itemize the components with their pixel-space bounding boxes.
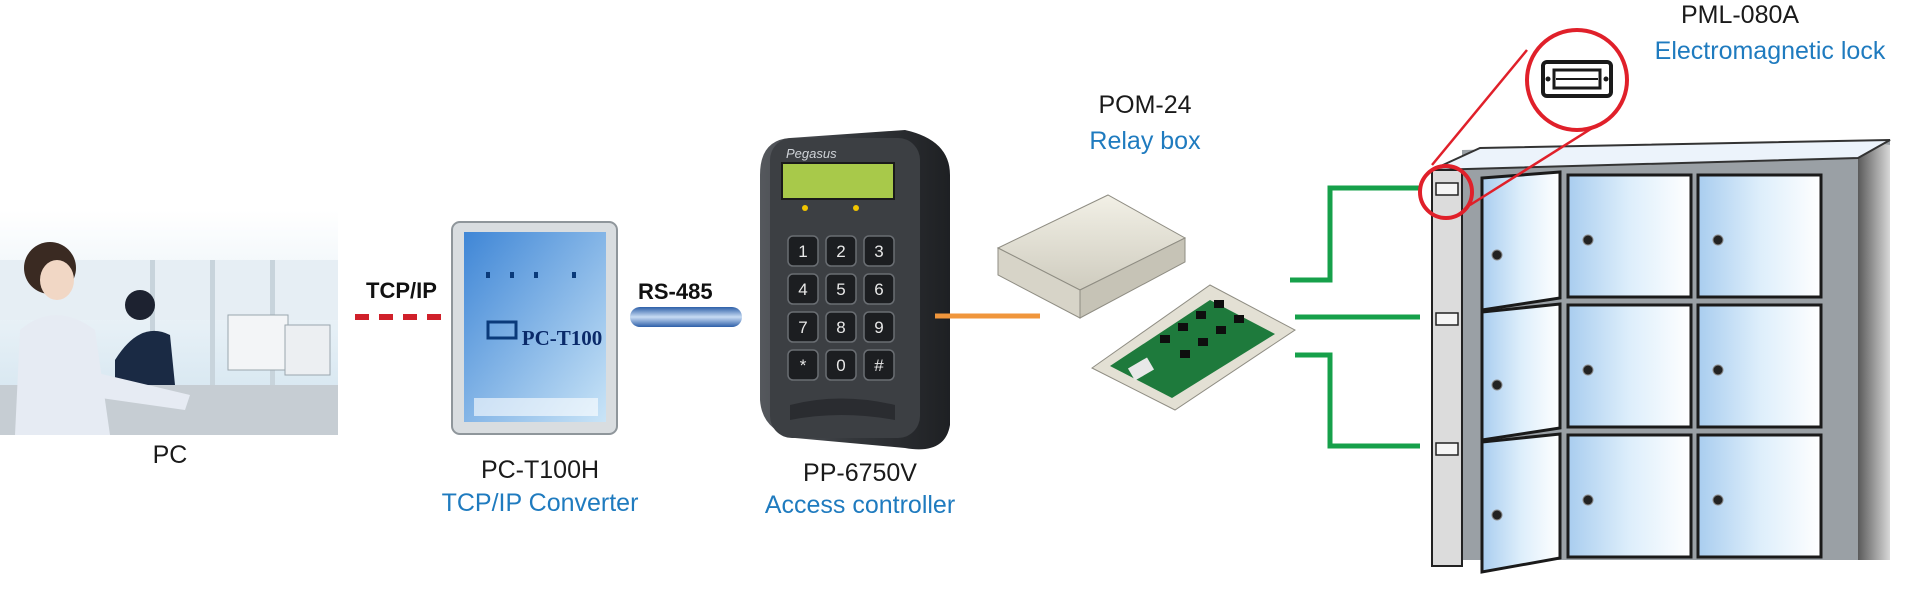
lock-wires [1290, 185, 1420, 449]
keypad-key [863, 235, 895, 267]
converter-device: PC-T100 [451, 221, 618, 435]
keypad-key [787, 349, 819, 381]
access-controller-device: Pegasus 1 2 3 4 5 6 7 8 9 * 0 # [760, 130, 950, 450]
keypad-key [825, 349, 857, 381]
keypad-key [825, 311, 857, 343]
keypad-key-label: 7 [798, 318, 807, 337]
keypad-key-label: # [874, 356, 884, 375]
svg-text:Pegasus: Pegasus [786, 146, 837, 161]
keypad-key-label: * [800, 356, 807, 375]
keypad-key [863, 273, 895, 305]
rs485-cable [630, 307, 742, 327]
pc-photo [0, 210, 338, 435]
lock-subtitle: Electromagnetic lock [1654, 37, 1886, 65]
lock-name: PML-080A [1680, 1, 1800, 29]
keypad-key-label: 8 [836, 318, 845, 337]
keypad-key [863, 349, 895, 381]
keypad-key [787, 311, 819, 343]
keypad-key [863, 311, 895, 343]
converter-subtitle: TCP/IP Converter [441, 489, 639, 517]
pc-label: PC [152, 441, 188, 469]
converter-name: PC-T100H [480, 456, 600, 484]
locker-cabinet [1431, 139, 1891, 574]
relay-subtitle: Relay box [1089, 127, 1201, 155]
keypad-key-label: 3 [874, 242, 883, 261]
keypad-key-label: 9 [874, 318, 883, 337]
keypad-key [787, 273, 819, 305]
keypad-key [787, 235, 819, 267]
lock-zoom-callout [1418, 28, 1629, 220]
controller-subtitle: Access controller [764, 491, 956, 519]
keypad-key-label: 2 [836, 242, 845, 261]
keypad-key-label: 0 [836, 356, 845, 375]
svg-text:PC-T100: PC-T100 [522, 326, 603, 350]
rs485-link-label: RS-485 [638, 279, 713, 304]
keypad-key-label: 5 [836, 280, 845, 299]
keypad-key-label: 6 [874, 280, 883, 299]
keypad-key [825, 273, 857, 305]
relay-name: POM-24 [1098, 91, 1192, 119]
tcpip-link-label: TCP/IP [366, 278, 437, 303]
relay-box-device [996, 194, 1296, 411]
controller-name: PP-6750V [803, 459, 917, 487]
keypad-key-label: 4 [798, 280, 807, 299]
keypad-key-label: 1 [798, 242, 807, 261]
keypad-key [825, 235, 857, 267]
